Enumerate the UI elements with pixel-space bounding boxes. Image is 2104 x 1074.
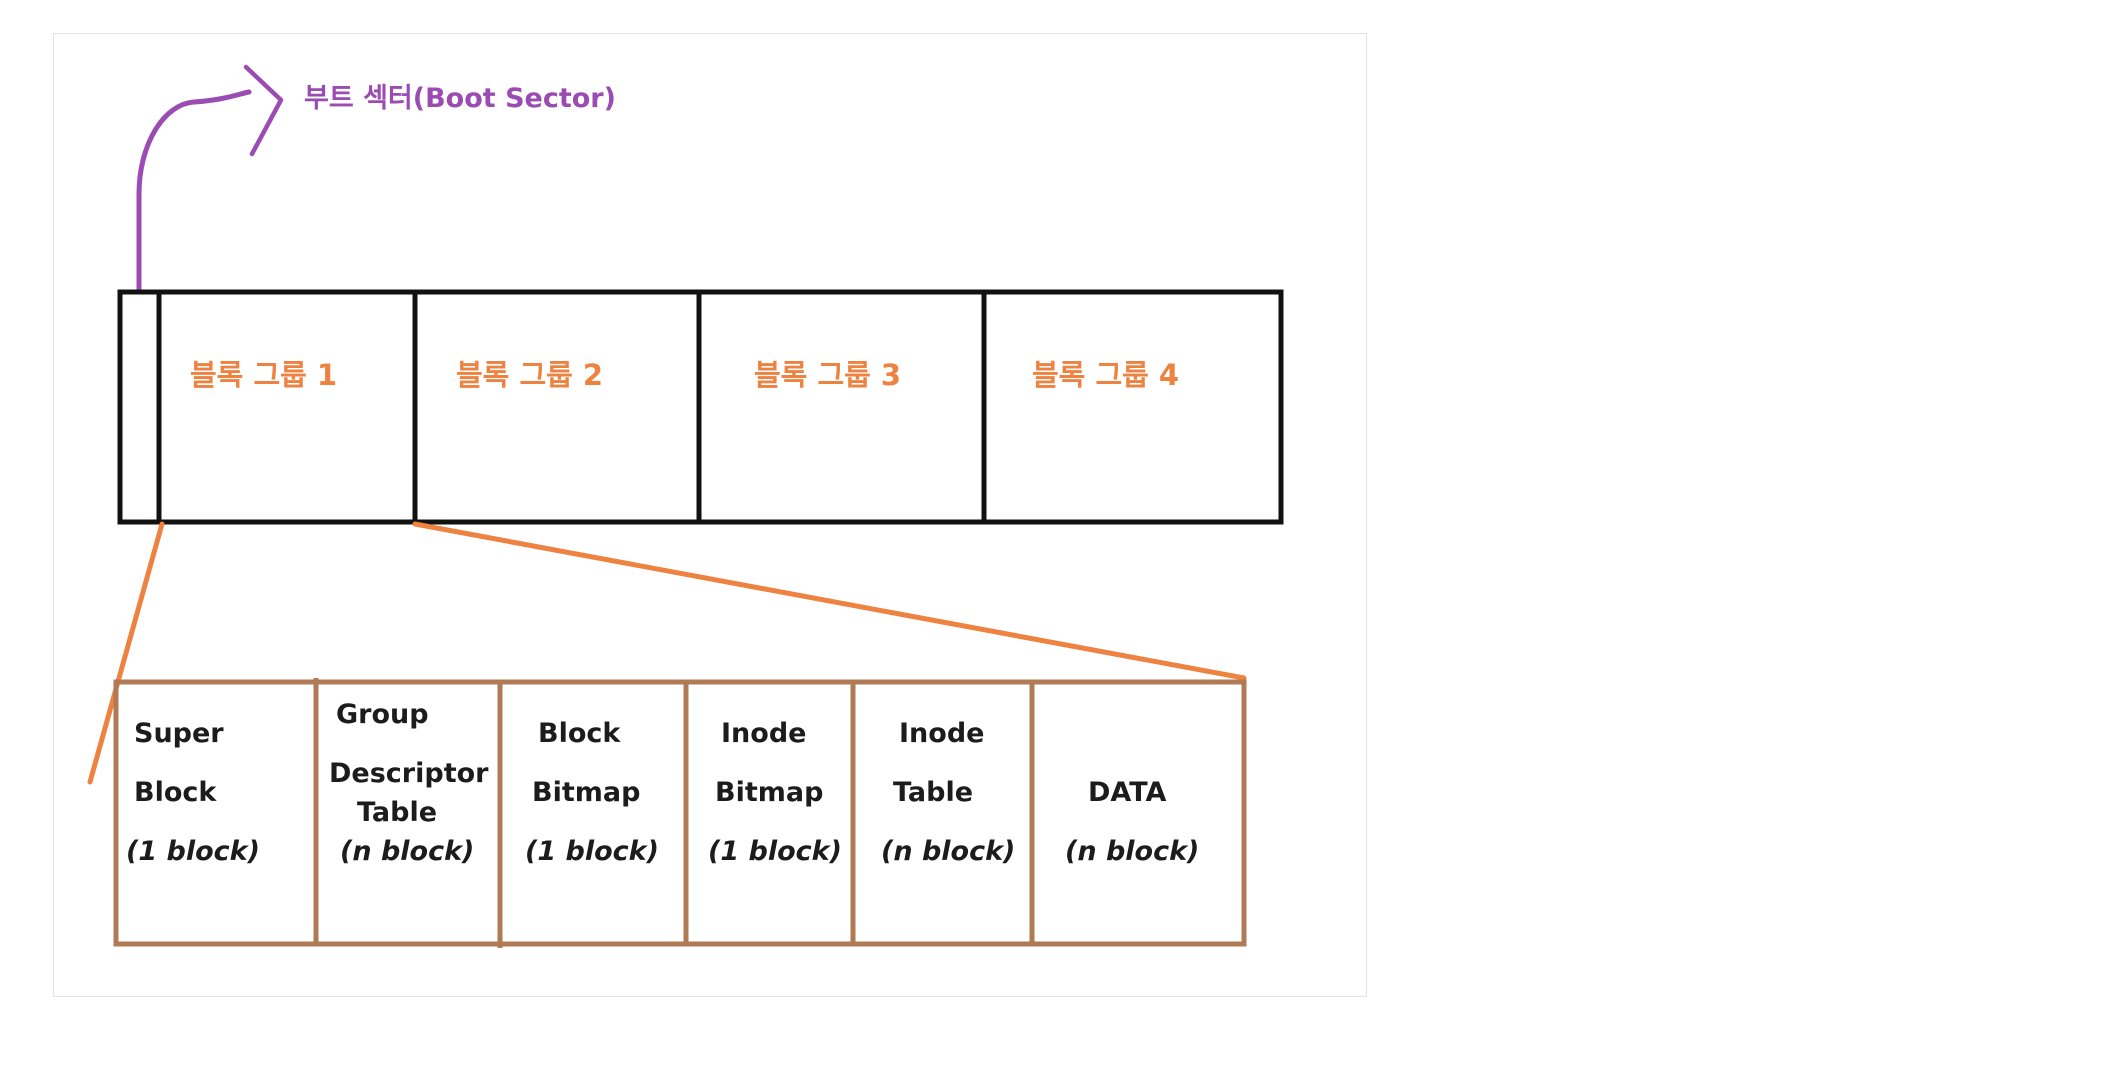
data-size: (n block) — [1065, 836, 1199, 867]
group-descriptor-line-3: Table — [357, 797, 437, 828]
block-group-3-label: 블록 그룹 3 — [754, 358, 901, 392]
zoom-line-right — [412, 521, 1247, 681]
ext-filesystem-diagram: 부트 섹터(Boot Sector) 블록 그룹 1 블록 그룹 2 블록 그룹… — [87, 64, 1284, 948]
inode-bitmap-size: (1 block) — [708, 836, 842, 867]
group-descriptor-size: (n block) — [340, 836, 474, 867]
block-group-1-label: 블록 그룹 1 — [190, 358, 337, 392]
group-descriptor-line-2: Descriptor — [329, 758, 489, 789]
detail-outline — [113, 679, 1247, 947]
inode-bitmap-line-1: Inode — [721, 718, 806, 749]
data-line-1: DATA — [1088, 777, 1167, 808]
inode-bitmap-line-2: Bitmap — [715, 777, 823, 808]
boot-sector-arrow: 부트 섹터(Boot Sector) — [136, 64, 616, 295]
super-block-size: (1 block) — [126, 836, 260, 867]
inode-table-line-1: Inode — [899, 718, 984, 749]
inode-table-size: (n block) — [881, 836, 1015, 867]
boot-arrow-curve — [136, 89, 252, 295]
partition-bar: 블록 그룹 1 블록 그룹 2 블록 그룹 3 블록 그룹 4 — [117, 289, 1284, 525]
block-group-4-label: 블록 그룹 4 — [1032, 358, 1179, 392]
block-bitmap-size: (1 block) — [525, 836, 659, 867]
block-group-detail: Super Block (1 block) Group Descriptor T… — [113, 678, 1247, 948]
block-bitmap-line-1: Block — [538, 718, 621, 749]
super-block-line-2: Block — [134, 777, 217, 808]
inode-table-line-2: Table — [893, 777, 973, 808]
boot-sector-label: 부트 섹터(Boot Sector) — [304, 83, 616, 114]
block-group-2-label: 블록 그룹 2 — [456, 358, 603, 392]
block-bitmap-line-2: Bitmap — [532, 777, 640, 808]
zoom-line-left — [87, 521, 165, 785]
super-block-line-1: Super — [134, 718, 224, 749]
group-descriptor-line-1: Group — [336, 699, 429, 730]
zoom-lines — [87, 521, 1247, 785]
arrow-head-icon — [243, 64, 284, 157]
figure-frame: 부트 섹터(Boot Sector) 블록 그룹 1 블록 그룹 2 블록 그룹… — [53, 33, 1367, 997]
